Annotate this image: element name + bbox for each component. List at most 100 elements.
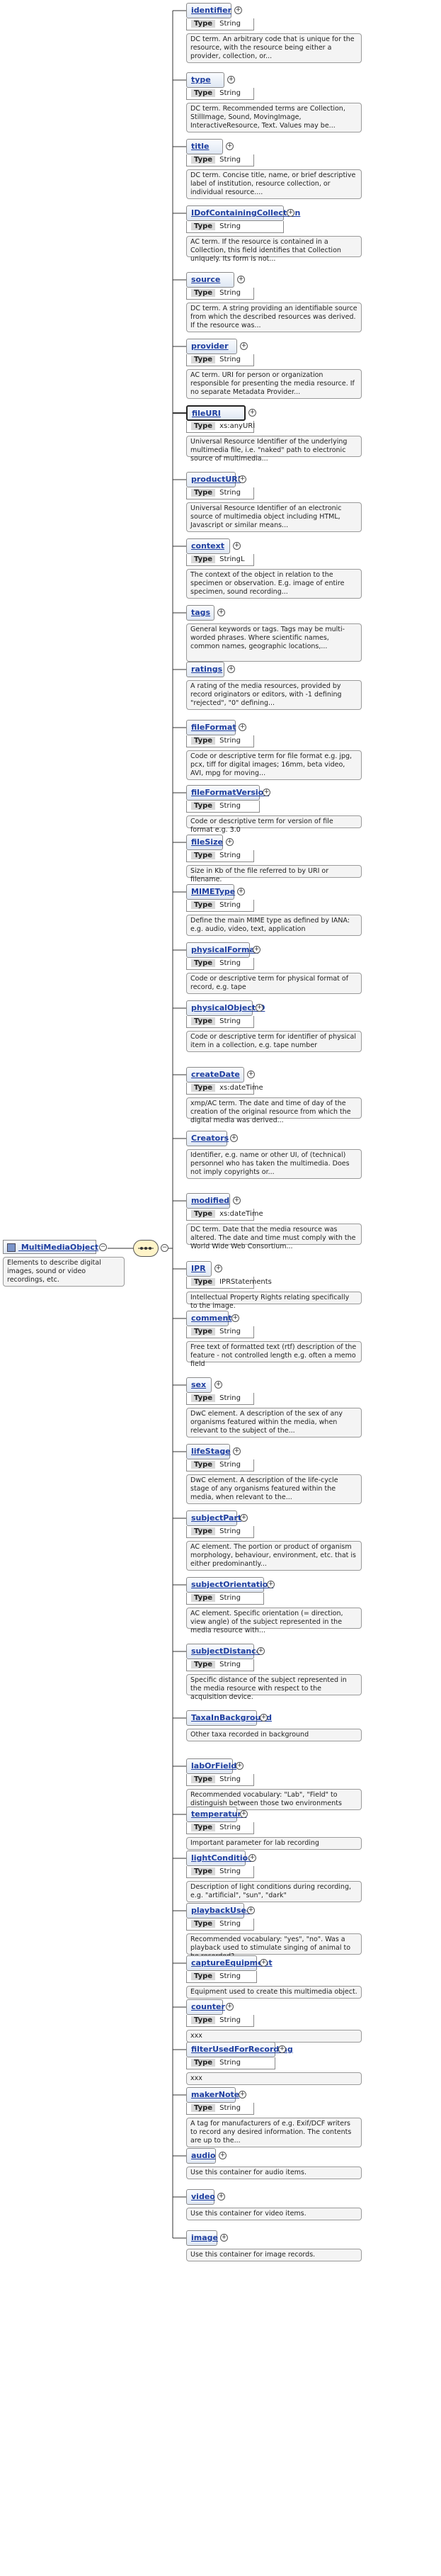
expand-audio-icon[interactable]: +	[219, 2152, 227, 2159]
element-taxainbackground[interactable]: TaxaInBackground	[186, 1710, 272, 1726]
expand-producturi-icon[interactable]: +	[239, 475, 246, 483]
type-value: String	[219, 1775, 241, 1783]
element-physicalformat[interactable]: physicalFormat	[186, 942, 258, 958]
type-value: String	[219, 20, 241, 28]
element-provider[interactable]: provider	[186, 339, 237, 354]
element-source[interactable]: source	[186, 272, 234, 288]
element-lifestage[interactable]: lifeStage	[186, 1444, 231, 1459]
expand-makernote-icon[interactable]: +	[239, 2091, 246, 2098]
element-counter[interactable]: counter	[186, 1999, 225, 2015]
expand-playbackused-icon[interactable]: +	[247, 1906, 255, 1914]
element-creators[interactable]: Creators	[186, 1131, 229, 1146]
expand-type-icon[interactable]: +	[227, 76, 235, 84]
expand-taxainbackground-icon[interactable]: +	[260, 1714, 268, 1722]
expand-context-icon[interactable]: +	[233, 542, 241, 550]
element-description: Code or descriptive term for file format…	[186, 750, 362, 780]
expand-mimetype-icon[interactable]: +	[237, 888, 245, 896]
expand-comment-icon[interactable]: +	[231, 1314, 239, 1322]
element-captureequipment[interactable]: captureEquipment	[186, 1955, 273, 1971]
expand-ratings-icon[interactable]: +	[227, 665, 235, 673]
expand-physicalobjectid-icon[interactable]: +	[256, 1004, 263, 1012]
expand-creators-icon[interactable]: +	[230, 1134, 238, 1142]
element-temperature[interactable]: temperature	[186, 1807, 246, 1822]
expand-filesize-icon[interactable]: +	[226, 838, 234, 846]
element-filterusedforrecording[interactable]: filterUsedForRecording	[186, 2042, 293, 2057]
type-value: String	[219, 802, 241, 810]
expand-title-icon[interactable]: +	[226, 142, 234, 150]
element-subjectorientation[interactable]: subjectOrientation	[186, 1577, 273, 1593]
element-createdate[interactable]: createDate	[186, 1067, 244, 1083]
expand-laborfield-icon[interactable]: +	[236, 1762, 244, 1770]
expand-video-icon[interactable]: +	[217, 2193, 225, 2201]
element-subjectdistance[interactable]: subjectDistance	[186, 1644, 261, 1659]
element-makernote[interactable]: makerNote	[186, 2087, 239, 2103]
sequence-compositor-icon[interactable]	[133, 1240, 159, 1257]
sequence-expand-icon[interactable]: −	[161, 1244, 168, 1252]
element-tags[interactable]: tags	[186, 605, 214, 621]
type-key-label: Type	[191, 356, 216, 363]
expand-provider-icon[interactable]: +	[240, 342, 248, 350]
expand-idofcontainingcollection-icon[interactable]: +	[287, 209, 294, 217]
element-context[interactable]: context	[186, 538, 230, 554]
expand-createdate-icon[interactable]: +	[247, 1070, 255, 1078]
expand-image-icon[interactable]: +	[220, 2234, 228, 2242]
element-description: Specific distance of the subject represe…	[186, 1674, 362, 1701]
expand-captureequipment-icon[interactable]: +	[260, 1959, 268, 1967]
expand-modified-icon[interactable]: +	[233, 1197, 241, 1204]
element-title[interactable]: title	[186, 139, 223, 154]
type-key-label: Type	[191, 1328, 216, 1335]
element-lightcondition[interactable]: lightCondition	[186, 1851, 253, 1866]
expand-subjectdistance-icon[interactable]: +	[257, 1647, 265, 1655]
expand-counter-icon[interactable]: +	[226, 2003, 234, 2011]
expand-temperature-icon[interactable]: +	[240, 1810, 248, 1818]
element-image[interactable]: image	[186, 2230, 218, 2246]
element-video[interactable]: video	[186, 2189, 215, 2205]
element-ratings[interactable]: ratings	[186, 662, 224, 677]
expand-fileformat-icon[interactable]: +	[239, 723, 246, 731]
expand-physicalformat-icon[interactable]: +	[253, 946, 260, 954]
element-fileuri[interactable]: fileURI	[186, 405, 246, 421]
expand-ipr-icon[interactable]: +	[214, 1265, 222, 1272]
element-mimetype[interactable]: MIMEType	[186, 884, 235, 900]
element-type[interactable]: type	[186, 72, 224, 88]
element-description: General keywords or tags. Tags may be mu…	[186, 623, 362, 662]
element-laborfield[interactable]: labOrField	[186, 1758, 236, 1774]
type-key-label: Type	[191, 222, 216, 230]
expand-source-icon[interactable]: +	[237, 276, 245, 283]
expand-subjectpart-icon[interactable]: +	[240, 1514, 248, 1522]
element-filesize[interactable]: fileSize	[186, 835, 223, 850]
element-fileformatversion[interactable]: fileFormatVersion	[186, 785, 269, 801]
element-producturi[interactable]: productURI	[186, 472, 241, 487]
element-identifier[interactable]: identifier	[186, 3, 231, 18]
expand-lightcondition-icon[interactable]: +	[248, 1854, 256, 1862]
expand-filterusedforrecording-icon[interactable]: +	[278, 2045, 286, 2053]
element-modified[interactable]: modified	[186, 1193, 230, 1209]
element-fileformat[interactable]: fileFormat	[186, 720, 236, 735]
element-subjectpart[interactable]: subjectPart	[186, 1510, 241, 1526]
element-idofcontainingcollection[interactable]: IDofContainingCollection	[186, 205, 300, 221]
root-element-multimediaobject[interactable]: MultiMediaObject	[3, 1240, 98, 1254]
element-ipr[interactable]: IPR	[186, 1261, 212, 1277]
expand-sex-icon[interactable]: +	[214, 1381, 222, 1389]
root-expand-icon[interactable]: −	[99, 1243, 107, 1251]
element-comment[interactable]: comment	[186, 1311, 232, 1326]
type-key-label: Type	[191, 289, 216, 297]
expand-lifestage-icon[interactable]: +	[233, 1447, 241, 1455]
element-audio[interactable]: audio	[186, 2148, 216, 2164]
expand-subjectorientation-icon[interactable]: +	[267, 1581, 275, 1588]
expand-tags-icon[interactable]: +	[217, 609, 225, 616]
type-value: String	[219, 2059, 241, 2067]
type-key-label: Type	[191, 1868, 216, 1875]
element-physicalobjectid[interactable]: physicalObjectID	[186, 1000, 265, 1016]
expand-identifier-icon[interactable]: +	[234, 6, 242, 14]
expand-fileuri-icon[interactable]: +	[248, 409, 256, 417]
element-sex[interactable]: sex	[186, 1377, 212, 1393]
element-playbackused[interactable]: playbackUsed	[186, 1903, 252, 1919]
expand-fileformatversion-icon[interactable]: +	[263, 789, 270, 796]
